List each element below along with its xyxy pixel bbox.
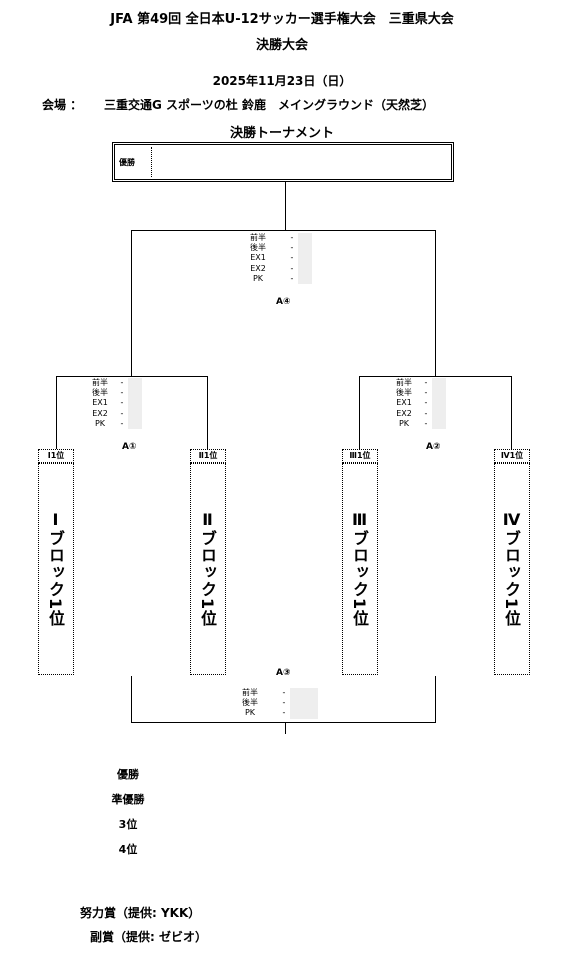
tournament-title: JFA 第49回 全日本U-12サッカー選手権大会 三重県大会 <box>110 12 454 27</box>
semi-left-bar <box>56 376 207 377</box>
score-dash: - <box>120 398 124 408</box>
score-row-label: PK <box>252 273 264 283</box>
tournament-subtitle: 決勝大会 <box>255 38 308 53</box>
champion-box: 優勝 <box>112 142 454 182</box>
score-dash: - <box>424 418 428 428</box>
result-third: 3位 <box>118 818 138 831</box>
award-extra: 副賞（提供: ゼビオ） <box>90 930 207 944</box>
score-table-a2: 前半 - 後半 - EX1 - EX2 - PK - <box>388 378 446 429</box>
result-champion: 優勝 <box>117 768 139 781</box>
third-bar <box>131 722 436 723</box>
bracket-title: 決勝トーナメント <box>229 126 334 141</box>
team-name-1: Ⅰブロック1位 <box>46 510 65 628</box>
score-dash: - <box>424 408 428 418</box>
final-left-leg <box>131 230 132 377</box>
score-dash: - <box>424 378 428 387</box>
score-row-label: 前半 <box>242 688 258 697</box>
venue-name: 三重交通G スポーツの杜 鈴鹿 メイングラウンド（天然芝） <box>104 98 434 112</box>
score-dash: - <box>120 378 124 387</box>
team-box-1: Ⅰブロック1位 <box>38 463 74 675</box>
champion-label: 優勝 <box>119 158 135 167</box>
score-dash: - <box>282 688 286 697</box>
result-runner-up: 準優勝 <box>111 793 145 806</box>
score-row-label: 後半 <box>92 388 108 398</box>
team-slot-2: Ⅱ1位 <box>190 449 226 463</box>
semi-left-leg-1 <box>56 376 57 449</box>
third-stem <box>285 722 286 734</box>
team-box-3: Ⅲブロック1位 <box>342 463 378 675</box>
results-list: 優勝 準優勝 3位 4位 <box>98 766 158 866</box>
team-name-4: Ⅳブロック1位 <box>502 510 521 628</box>
team-box-2: Ⅱブロック1位 <box>190 463 226 675</box>
semi-right-leg-1 <box>359 376 360 449</box>
score-row-label: EX1 <box>396 398 412 408</box>
score-dash: - <box>290 273 294 283</box>
score-dash: - <box>290 243 294 253</box>
match-label-a4: A④ <box>276 297 291 307</box>
score-dash: - <box>290 233 294 242</box>
score-row-label: EX2 <box>250 263 266 273</box>
final-right-leg <box>435 230 436 377</box>
third-left-leg <box>131 676 132 722</box>
semi-right-bar <box>359 376 512 377</box>
score-dash: - <box>120 388 124 398</box>
team-slot-3: Ⅲ1位 <box>342 449 378 463</box>
score-table-a4: 前半 - 後半 - EX1 - EX2 - PK - <box>242 233 312 284</box>
venue-label: 会場 ： <box>42 98 83 112</box>
score-row-label: PK <box>244 708 256 718</box>
score-row-label: 前半 <box>250 233 266 242</box>
team-slot-4: Ⅳ1位 <box>494 449 530 463</box>
event-date: 2025年11月23日（日） <box>212 74 352 88</box>
score-dash: - <box>120 408 124 418</box>
score-row-label: 後半 <box>242 698 258 708</box>
score-row-label: PK <box>398 418 410 428</box>
final-bar <box>131 230 436 231</box>
match-label-a1: A① <box>122 442 137 452</box>
score-row-label: EX1 <box>92 398 108 408</box>
score-table-a3: 前半 - 後半 - PK - <box>234 688 318 719</box>
score-row-label: 後半 <box>250 243 266 253</box>
score-row-label: 後半 <box>396 388 412 398</box>
team-name-3: Ⅲブロック1位 <box>350 510 369 628</box>
third-right-leg <box>435 676 436 722</box>
semi-left-leg-2 <box>207 376 208 449</box>
score-dash: - <box>290 253 294 263</box>
score-dash: - <box>424 398 428 408</box>
score-dash: - <box>282 698 286 708</box>
score-dash: - <box>282 708 286 718</box>
score-row-label: 前半 <box>92 378 108 387</box>
score-table-a1: 前半 - 後半 - EX1 - EX2 - PK - <box>84 378 142 429</box>
awards-list: 努力賞（提供: YKK） 副賞（提供: ゼビオ） <box>80 904 207 952</box>
team-box-4: Ⅳブロック1位 <box>494 463 530 675</box>
match-label-a2: A② <box>426 442 441 452</box>
semi-right-leg-2 <box>511 376 512 449</box>
team-name-2: Ⅱブロック1位 <box>198 510 217 628</box>
final-stem <box>285 182 286 230</box>
match-label-a3: A③ <box>276 668 291 678</box>
score-dash: - <box>120 418 124 428</box>
champion-divider <box>151 147 152 177</box>
result-fourth: 4位 <box>118 843 138 856</box>
score-row-label: 前半 <box>396 378 412 387</box>
score-row-label: EX2 <box>396 408 412 418</box>
score-dash: - <box>290 263 294 273</box>
score-dash: - <box>424 388 428 398</box>
score-row-label: PK <box>94 418 106 428</box>
score-row-label: EX2 <box>92 408 108 418</box>
award-effort: 努力賞（提供: YKK） <box>80 906 201 920</box>
score-row-label: EX1 <box>250 253 266 263</box>
team-slot-1: Ⅰ1位 <box>38 449 74 463</box>
